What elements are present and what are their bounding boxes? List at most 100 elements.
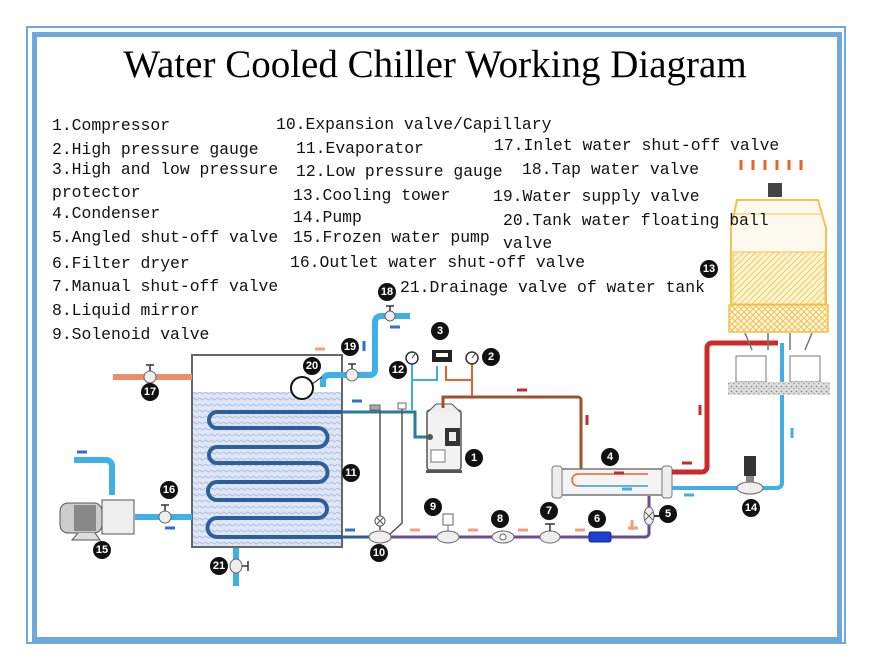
legend-item-13: 13.Cooling tower	[293, 186, 451, 205]
inner-frame	[32, 32, 842, 642]
callout-circle	[141, 383, 159, 401]
supply-water-pipe	[320, 313, 410, 387]
hot-water-pipe	[672, 340, 778, 475]
cooling-pump	[736, 456, 764, 495]
callout-number: 21	[213, 560, 225, 572]
callout-number: 1	[471, 452, 477, 464]
filter-dryer	[588, 531, 612, 543]
legend-item-11: 11.Evaporator	[296, 139, 424, 158]
outer-frame	[26, 26, 846, 644]
callout-badge-4: 4	[601, 448, 619, 466]
callout-circle	[700, 260, 718, 278]
legend-item-4: 4.Condenser	[52, 204, 161, 223]
legend-item-2: 2.High pressure gauge	[52, 140, 259, 159]
callout-number: 20	[306, 360, 318, 372]
outlet-water-valve	[158, 504, 172, 524]
callout-circle	[424, 498, 442, 516]
angled-shut-off-valve	[643, 506, 660, 526]
callout-circle	[540, 502, 558, 520]
legend-item-20: 20.Tank water floating ball valve	[503, 211, 769, 253]
legend-item-19: 19.Water supply valve	[493, 187, 700, 206]
callout-circle	[742, 499, 760, 517]
callout-circle	[93, 541, 111, 559]
callout-circle	[342, 464, 360, 482]
callout-number: 19	[344, 341, 356, 353]
expansion-valve	[368, 515, 392, 544]
callout-badge-14: 14	[742, 499, 760, 517]
callout-badge-15: 15	[93, 541, 111, 559]
solenoid-valve	[436, 513, 460, 544]
high-pressure-gauge	[465, 351, 479, 365]
legend-item-1: 1.Compressor	[52, 116, 171, 135]
diagram-title: Water Cooled Chiller Working Diagram	[123, 43, 747, 86]
callout-circle	[303, 357, 321, 375]
callout-number: 2	[488, 351, 494, 363]
callout-badge-11: 11	[342, 464, 360, 482]
callout-badge-13: 13	[700, 260, 718, 278]
callout-number: 13	[703, 263, 715, 275]
callout-circle	[482, 348, 500, 366]
legend-item-18: 18.Tap water valve	[522, 160, 700, 179]
liquid-mirror	[491, 530, 515, 544]
callout-number: 8	[497, 513, 503, 525]
frozen-water-pump	[59, 499, 135, 541]
callout-number: 15	[96, 544, 108, 556]
legend-item-12: 12.Low pressure gauge	[296, 162, 503, 181]
callout-number: 16	[163, 484, 175, 496]
legend-item-10: 10.Expansion valve/Capillary	[276, 115, 552, 134]
legend-item-15: 15.Frozen water pump	[293, 228, 490, 247]
float-ball	[290, 376, 323, 400]
compressor	[426, 403, 462, 473]
pressure-protector	[432, 350, 452, 362]
evaporator-coil	[205, 410, 342, 539]
callout-number: 5	[665, 508, 671, 520]
callout-circle	[465, 449, 483, 467]
callout-circle	[659, 505, 677, 523]
callout-circle	[431, 322, 449, 340]
callout-circle	[210, 557, 228, 575]
callout-badge-21: 21	[210, 557, 228, 575]
low-pressure-gauge	[405, 351, 419, 365]
inlet-water-valve	[143, 364, 157, 384]
callout-badge-19: 19	[341, 338, 359, 356]
discharge-line	[441, 395, 583, 470]
callout-number: 12	[392, 364, 404, 376]
suction-line	[342, 410, 430, 439]
legend-item-14: 14.Pump	[293, 208, 362, 227]
legend-item-9: 9.Solenoid valve	[52, 325, 210, 344]
callout-badge-8: 8	[491, 510, 509, 528]
callout-circle	[370, 544, 388, 562]
manual-shut-off-valve	[539, 523, 561, 544]
callout-number: 3	[437, 325, 443, 337]
callout-badge-7: 7	[540, 502, 558, 520]
callout-badge-17: 17	[141, 383, 159, 401]
callout-badge-3: 3	[431, 322, 449, 340]
callout-number: 10	[373, 547, 385, 559]
legend-item-7: 7.Manual shut-off valve	[52, 277, 279, 296]
callout-circle	[389, 361, 407, 379]
callout-badge-10: 10	[370, 544, 388, 562]
callout-number: 18	[381, 286, 393, 298]
callout-number: 7	[546, 505, 552, 517]
legend-item-3: 3.High and low pressure protector	[52, 160, 279, 202]
tap-water-valve	[384, 305, 396, 322]
callout-badge-9: 9	[424, 498, 442, 516]
callout-number: 14	[745, 502, 758, 514]
legend-item-8: 8.Liquid mirror	[52, 301, 200, 320]
callout-number: 6	[594, 513, 600, 525]
callout-badge-2: 2	[482, 348, 500, 366]
legend-item-16: 16.Outlet water shut-off valve	[290, 253, 586, 272]
legend-item-17: 17.Inlet water shut-off valve	[494, 136, 780, 155]
legend-item-21: 21.Drainage valve of water tank	[400, 278, 705, 297]
callout-circle	[160, 481, 178, 499]
cooling-tower	[728, 183, 830, 395]
flow-arrows	[77, 160, 803, 532]
callout-badge-20: 20	[303, 357, 321, 375]
legend-item-5: 5.Angled shut-off valve	[52, 228, 279, 247]
callout-badge-5: 5	[659, 505, 677, 523]
callout-badge-12: 12	[389, 361, 407, 379]
cooling-water-return-pipe	[672, 343, 784, 490]
